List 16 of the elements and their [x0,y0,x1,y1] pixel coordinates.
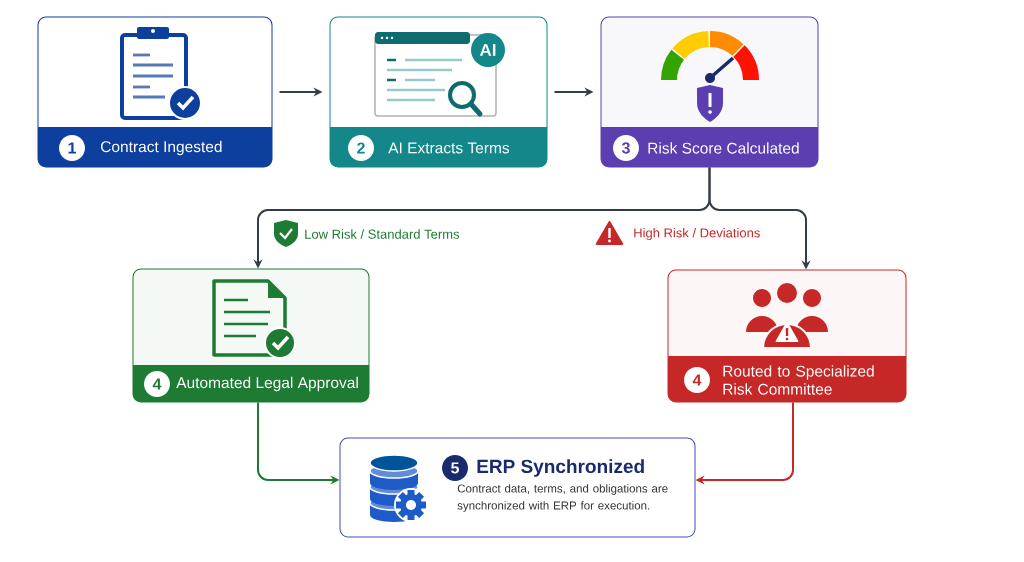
edge-label: High Risk / Deviations [632,226,762,242]
number-badge: 4 [684,367,710,393]
step-title: AI Extracts Terms [388,142,510,154]
number-badge: 2 [348,135,374,161]
number-badge: 3 [613,135,639,161]
description-text: Contract data, terms, and obligations are synchronized with ERP for execution. [457,484,668,512]
step-title: Contract Ingested [101,140,222,156]
number-badge: 5 [442,455,468,481]
edge-label: Low Risk / Standard Terms [303,228,461,240]
number-badge: 1 [59,135,85,161]
step-title: ERP Synchronized [477,459,644,477]
ai-badge: AI [471,33,505,67]
step-title: Routed to Specialized Risk Committee [723,365,874,395]
number-badge: 4 [144,371,170,397]
step-title: Automated Legal Approval [176,376,358,392]
step-title: Risk Score Calculated [648,142,799,154]
